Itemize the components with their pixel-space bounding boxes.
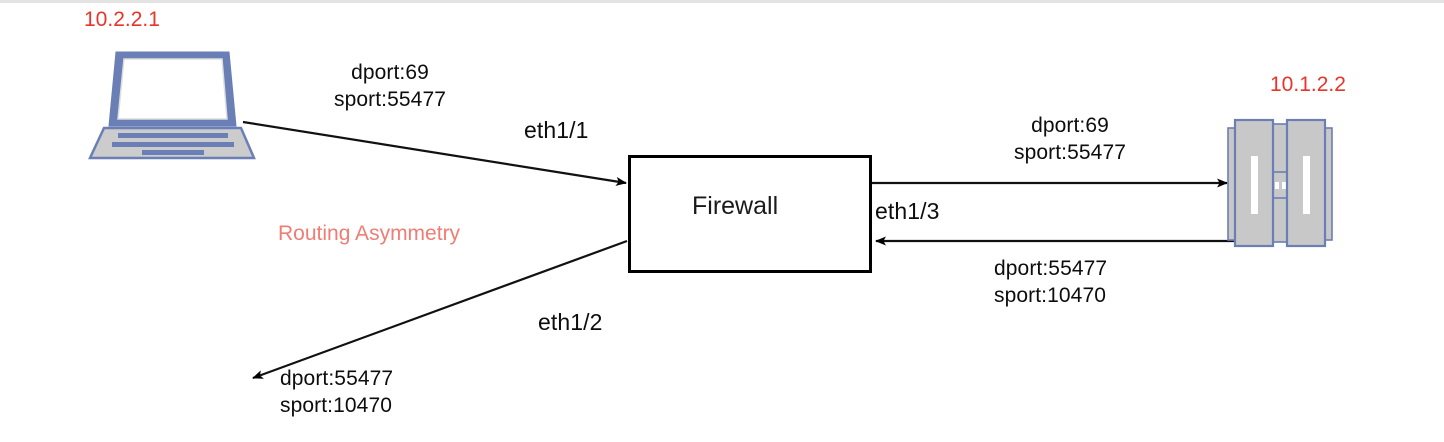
flow-firewall-to-server-sport: sport:55477 xyxy=(1013,141,1127,164)
flow-client-to-firewall-sport: sport:55477 xyxy=(333,88,447,111)
interface-label-eth1-2: eth1/2 xyxy=(538,309,603,335)
server-icon[interactable] xyxy=(1226,118,1334,250)
interface-label-eth1-3: eth1/3 xyxy=(875,198,940,224)
flow-server-to-firewall-dport: dport:55477 xyxy=(994,257,1108,280)
firewall-box[interactable] xyxy=(628,155,872,273)
window-top-strip xyxy=(0,0,1444,3)
flow-server-to-firewall-sport: sport:10470 xyxy=(994,284,1107,307)
link-client-to-firewall xyxy=(242,120,627,186)
flow-firewall-to-server-dport: dport:69 xyxy=(1031,114,1109,137)
client-ip-label: 10.2.2.1 xyxy=(84,8,160,31)
flow-client-to-firewall-dport: dport:69 xyxy=(351,61,429,84)
routing-asymmetry-annotation: Routing Asymmetry xyxy=(278,222,461,245)
firewall-label: Firewall xyxy=(692,192,779,220)
interface-label-eth1-1: eth1/1 xyxy=(524,117,589,143)
flow-firewall-to-client-dport: dport:55477 xyxy=(280,367,394,390)
server-ip-label: 10.1.2.2 xyxy=(1270,73,1346,96)
link-firewall-to-client xyxy=(252,239,628,380)
flow-firewall-to-client-sport: sport:10470 xyxy=(280,394,393,417)
laptop-icon[interactable] xyxy=(86,48,258,162)
